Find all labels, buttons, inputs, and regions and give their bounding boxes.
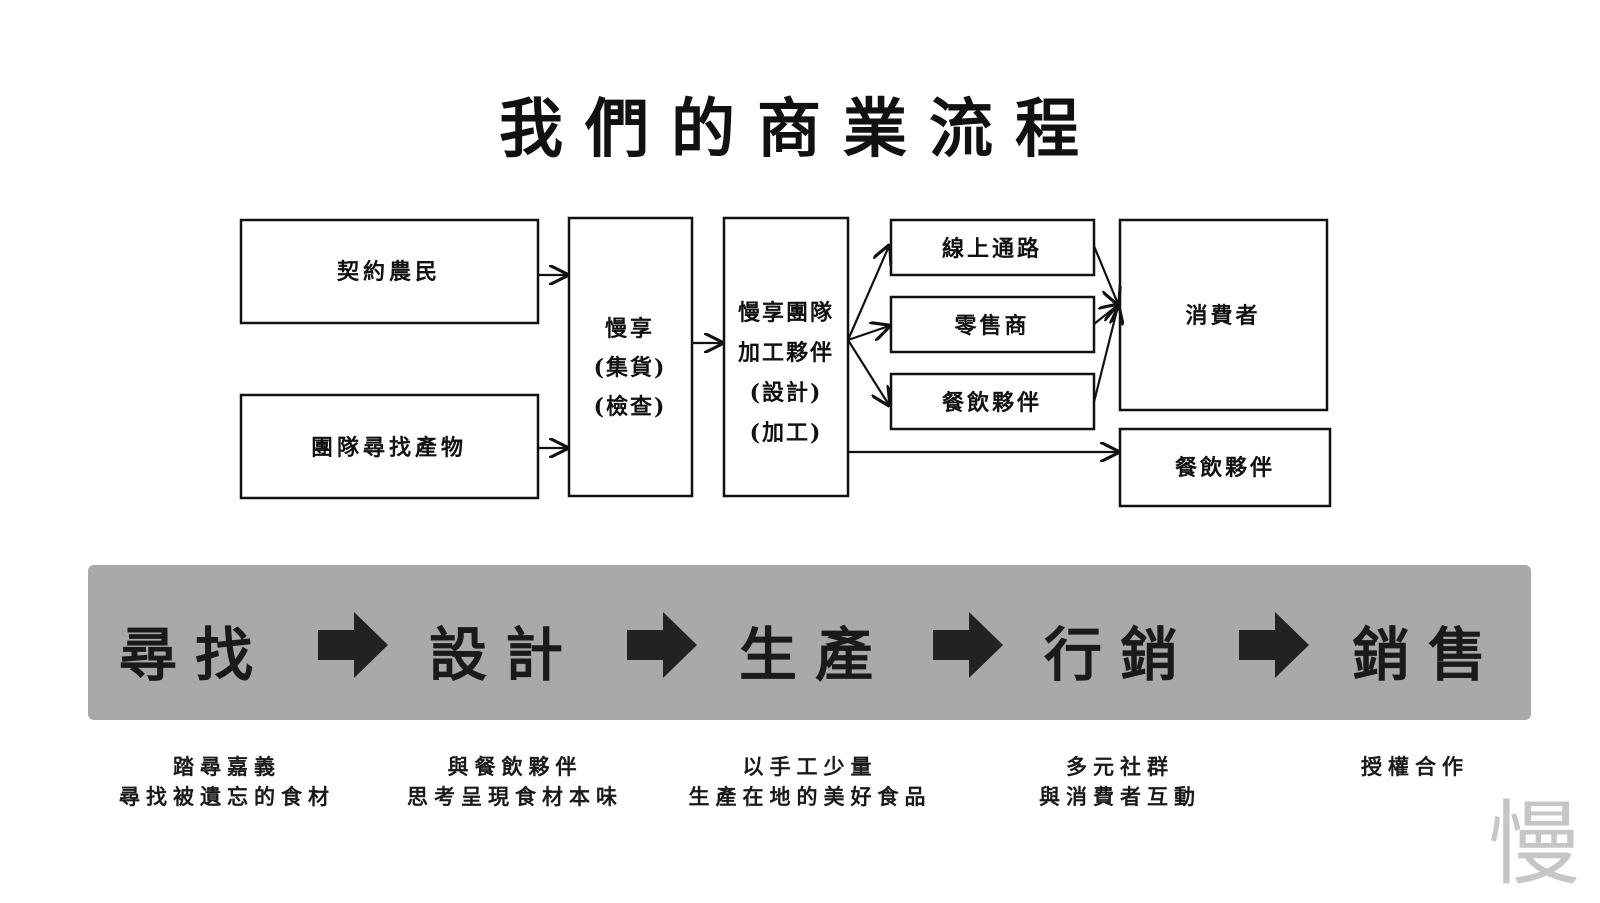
arrow-processing-to-restaurant — [847, 339, 889, 405]
online-channel-box — [889, 218, 1096, 277]
team-find-products-label: 團隊尋找產物 — [311, 435, 467, 461]
restaurant-partner-2-box — [1118, 427, 1332, 508]
online-channel-label: 線上通路 — [942, 236, 1042, 262]
slow-watermark: 慢 — [1488, 791, 1581, 898]
arrow-online-to-consumer — [1092, 245, 1118, 304]
slow-enjoy-label-1: 慢享 — [605, 316, 655, 342]
desc-sales-line-1: 授權合作 — [1361, 755, 1469, 779]
arrow-restaurant-to-consumer — [1092, 306, 1118, 403]
desc-find: 踏尋嘉義 尋找被遺忘的食材 — [82, 752, 372, 812]
consumer-label: 消費者 — [1185, 303, 1260, 329]
processing-label-1: 慢享團隊 — [738, 300, 834, 326]
desc-produce: 以手工少量 生產在地的美好食品 — [665, 752, 955, 812]
arrow-processing-to-retailer — [847, 326, 889, 340]
arrow-processing-to-online — [846, 246, 889, 341]
step-arrow-3-icon — [933, 612, 1003, 678]
business-flow-diagram: 契約農民 團隊尋找產物 慢享 (集貨) (檢查) 慢享團隊 加工夥伴 (設計) … — [239, 216, 1332, 508]
slow-enjoy-box — [567, 216, 694, 498]
step-arrow-2-icon — [627, 612, 697, 678]
slow-enjoy-label-3: (檢查) — [594, 394, 667, 420]
retailer-box — [889, 295, 1096, 354]
desc-design-line-2: 思考呈現食材本味 — [407, 785, 623, 809]
page-title: 我們的商業流程 — [499, 92, 1101, 167]
desc-produce-line-2: 生產在地的美好食品 — [688, 785, 932, 809]
step-arrow-1-icon — [318, 612, 388, 678]
desc-marketing-line-1: 多元社群 — [1066, 755, 1174, 779]
contract-farmers-box — [239, 218, 540, 325]
desc-design-line-1: 與餐飲夥伴 — [447, 755, 583, 779]
step-sales: 銷售 — [1351, 621, 1504, 689]
restaurant-partner-2-label: 餐飲夥伴 — [1175, 455, 1275, 481]
desc-design: 與餐飲夥伴 思考呈現食材本味 — [370, 752, 660, 812]
desc-produce-line-1: 以手工少量 — [742, 755, 878, 779]
restaurant-partner-label: 餐飲夥伴 — [942, 390, 1042, 416]
step-produce: 生產 — [738, 621, 891, 689]
processing-label-2: 加工夥伴 — [737, 340, 834, 366]
desc-marketing: 多元社群 與消費者互動 — [975, 752, 1265, 812]
processing-label-4: (加工) — [750, 420, 823, 446]
desc-find-line-1: 踏尋嘉義 — [173, 755, 281, 779]
contract-farmers-label: 契約農民 — [336, 259, 441, 285]
step-marketing: 行銷 — [1043, 621, 1196, 689]
retailer-label: 零售商 — [953, 313, 1029, 339]
desc-find-line-2: 尋找被遺忘的食材 — [119, 785, 335, 809]
step-design: 設計 — [428, 621, 581, 689]
processing-partner-box — [722, 216, 850, 498]
processing-label-3: (設計) — [750, 380, 823, 406]
step-find: 尋找 — [118, 621, 271, 689]
team-find-products-box — [239, 393, 540, 500]
slow-enjoy-label-2: (集貨) — [594, 355, 667, 381]
desc-marketing-line-2: 與消費者互動 — [1039, 785, 1201, 809]
step-arrow-4-icon — [1239, 612, 1309, 678]
desc-sales: 授權合作 — [1270, 752, 1560, 782]
